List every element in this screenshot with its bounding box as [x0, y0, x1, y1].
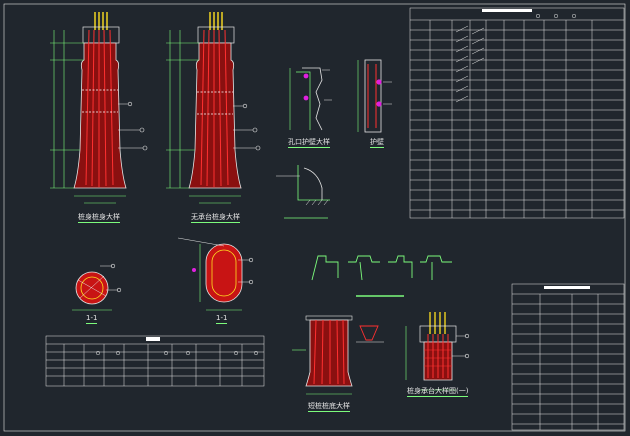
short-pile-detail	[292, 315, 384, 395]
caption-short-pile: 短桩桩底大样	[308, 402, 350, 412]
wall-footing-detail	[276, 165, 330, 219]
caption-section-b: 1-1	[216, 314, 228, 324]
schedule-table-bottom-right	[511, 283, 625, 431]
top-right-table-hatching	[455, 25, 485, 103]
top-right-table-rows	[410, 29, 624, 211]
sheet-border	[3, 3, 626, 432]
caption-pile-b: 无承台桩身大样	[191, 213, 240, 223]
footing-elevations	[311, 255, 452, 297]
section-a	[72, 263, 122, 311]
caption-section-a: 1-1	[86, 314, 98, 324]
cap-detail	[405, 312, 470, 391]
schedule-table-top-right	[409, 7, 625, 219]
bottom-right-table-rows	[512, 303, 624, 425]
schedule-table-bottom	[45, 335, 265, 387]
caption-detail-b: 护壁	[370, 138, 384, 148]
caption-detail-a: 孔口护壁大样	[288, 138, 330, 148]
pile-b-detail	[166, 12, 261, 204]
detail-a	[289, 67, 332, 131]
caption-pile-a: 桩身桩身大样	[78, 213, 120, 223]
section-b	[177, 237, 254, 311]
detail-b	[357, 59, 392, 133]
pile-a-detail	[50, 12, 148, 204]
caption-cap-detail: 桩身承台大样图(一)	[407, 387, 469, 397]
